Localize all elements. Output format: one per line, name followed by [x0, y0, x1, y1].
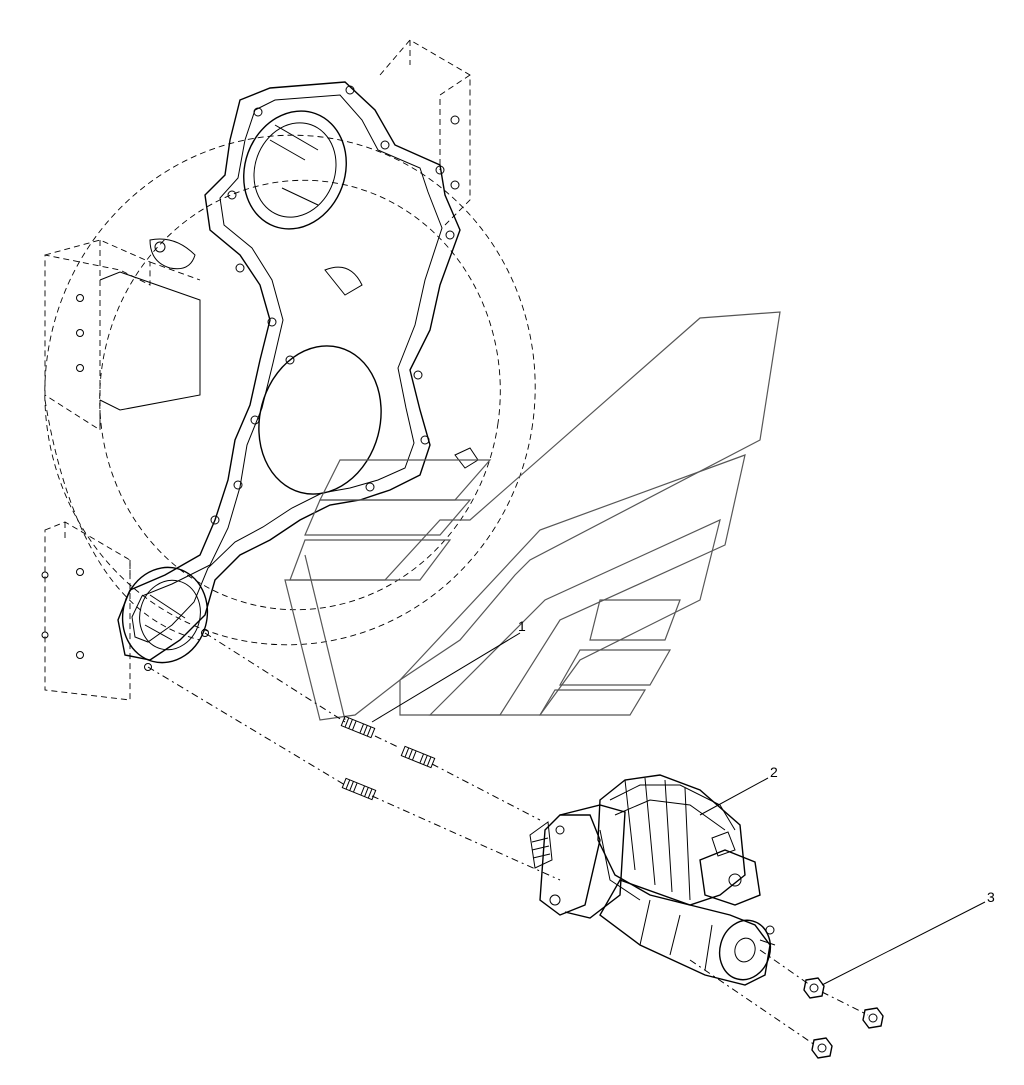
assembly-centerlines	[147, 632, 869, 1046]
leader-line-2	[699, 777, 769, 816]
flywheel-housing	[41, 39, 536, 701]
stud-group	[340, 715, 436, 801]
callout-2: 2	[699, 764, 778, 816]
nut	[803, 977, 825, 999]
nut	[811, 1037, 833, 1059]
nut-group	[803, 977, 884, 1059]
callout-1: 1	[371, 618, 526, 723]
callout-label-2: 2	[770, 764, 778, 780]
stud	[341, 777, 377, 801]
watermark-logo	[284, 311, 781, 721]
leader-line-3	[821, 901, 986, 986]
nut	[862, 1007, 884, 1029]
leader-line-1	[371, 632, 521, 723]
callout-label-1: 1	[518, 618, 526, 634]
callout-3: 3	[821, 889, 995, 986]
stud	[400, 745, 436, 769]
stud	[340, 715, 376, 739]
callout-label-3: 3	[987, 889, 995, 905]
starter-motor	[529, 774, 776, 986]
